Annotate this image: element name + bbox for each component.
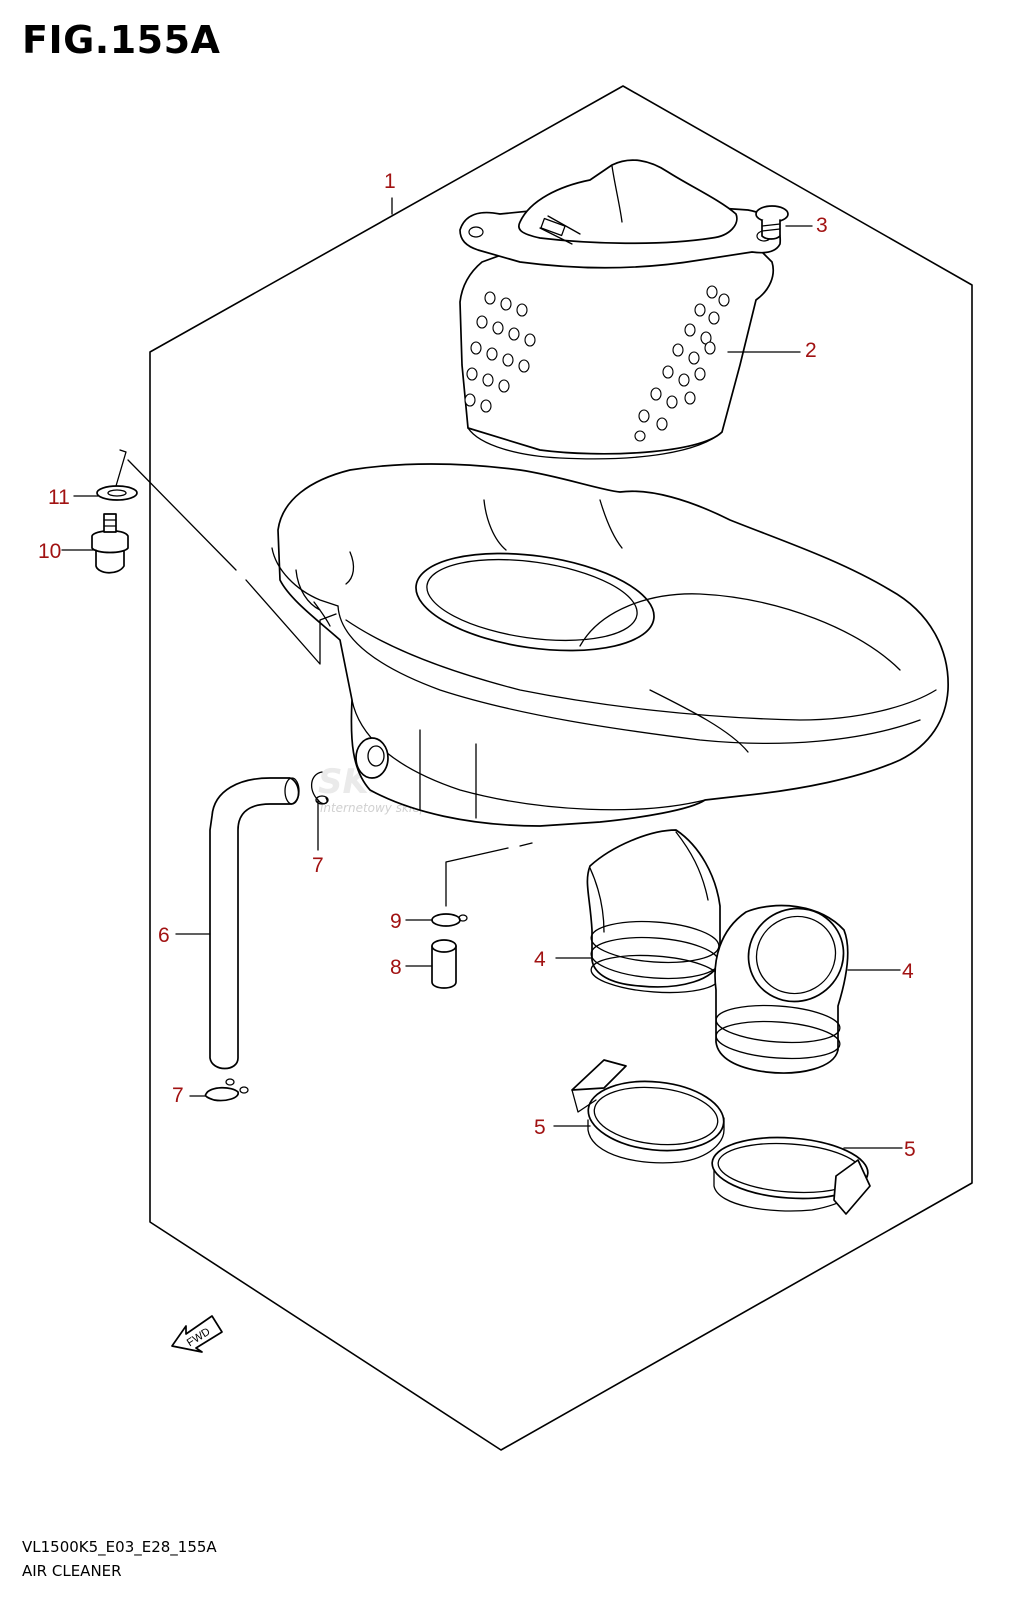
callout-3: 3 [816,214,828,237]
part-plug [431,939,457,989]
part-intake-boot-right [714,904,849,1074]
callout-2: 2 [805,339,817,362]
figure-title: FIG.155A [22,18,221,62]
part-sensor [91,513,129,574]
callout-11: 11 [48,486,70,509]
callout-5-left: 5 [534,1116,546,1139]
part-air-cleaner-housing [271,463,949,827]
callout-6: 6 [158,924,170,947]
callout-7-lower: 7 [172,1084,184,1107]
figure-code: VL1500K5_E03_E28_155A [22,1538,217,1556]
callout-9: 9 [390,910,402,933]
callout-1: 1 [384,170,396,193]
part-intake-boot-left [586,829,721,994]
part-small-clamp [431,913,468,927]
callout-5-right: 5 [904,1138,916,1161]
leader-lines [61,197,903,1149]
forward-direction-arrow: FWD [171,1315,223,1353]
callout-4-right: 4 [902,960,914,983]
callout-7-upper: 7 [312,854,324,877]
callout-4-left: 4 [534,948,546,971]
part-washer [96,485,138,501]
part-hose-clamp-lower [204,1078,249,1102]
part-band-clamp-right [711,1136,871,1215]
part-band-clamp-left [571,1059,725,1164]
assembly-boundary [149,85,973,1451]
callout-labels: 1 2 3 4 4 5 5 6 7 7 8 9 10 11 [38,170,916,1161]
figure-name: AIR CLEANER [22,1562,122,1580]
part-screw [755,205,789,240]
callout-8: 8 [390,956,402,979]
part-drain-hose [209,777,300,1070]
part-air-filter-element [459,159,781,460]
callout-10: 10 [38,540,61,563]
